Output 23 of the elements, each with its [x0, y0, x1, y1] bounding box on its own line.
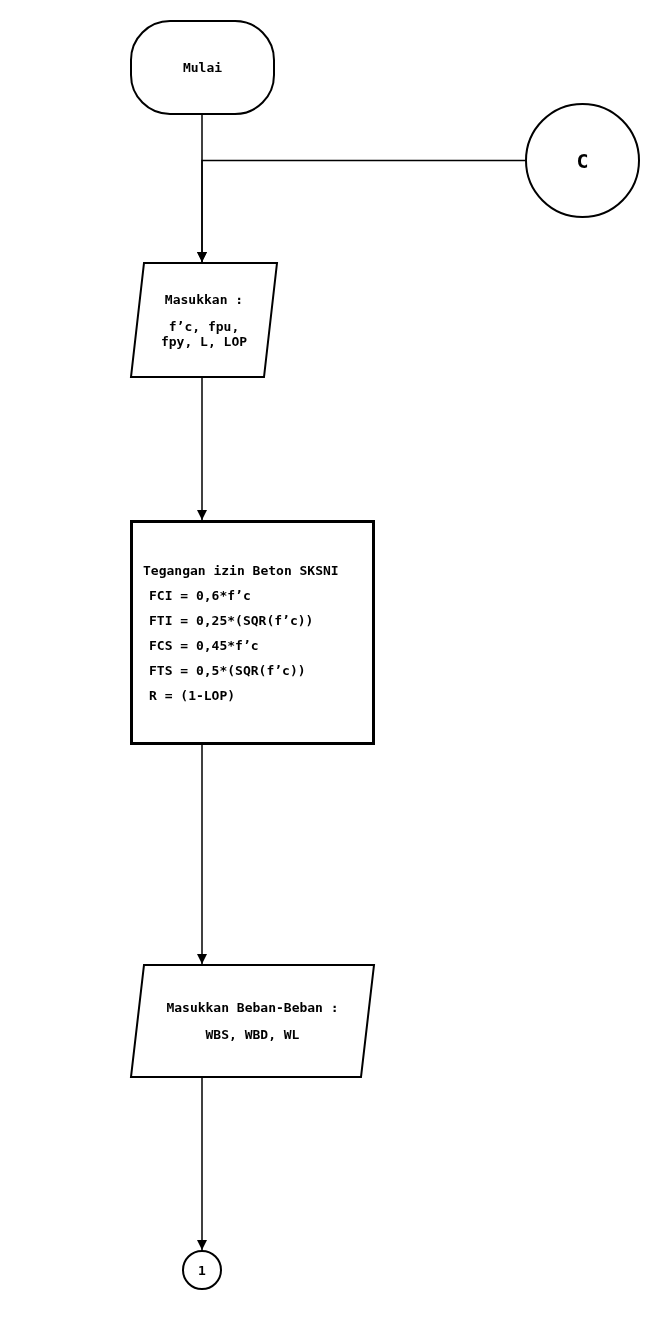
- arrow: [196, 1077, 208, 1251]
- node-text: R = (1-LOP): [148, 687, 236, 703]
- node-text: WBS, WBD, WL: [205, 1027, 300, 1042]
- node-text: FCS = 0,45*f’c: [148, 637, 259, 653]
- start-terminal: [130, 20, 275, 115]
- node-text: FTI = 0,25*(SQR(f’c)): [148, 612, 314, 628]
- arrow: [196, 159, 526, 263]
- node-text: Masukkan :: [164, 291, 244, 307]
- node-text: Masukkan Beban-Beban :: [166, 1000, 339, 1015]
- process-box: [130, 520, 375, 745]
- node-text: f’c, fpu, fpy, L, LOP: [159, 318, 249, 349]
- connector-circle: [525, 103, 640, 218]
- node-text: Mulai: [182, 60, 223, 75]
- input-parallelogram: [130, 964, 375, 1078]
- node-text: 1: [198, 1262, 206, 1278]
- connector-circle: [182, 1250, 222, 1290]
- arrow: [196, 377, 208, 521]
- input-parallelogram: [130, 262, 278, 378]
- node-text: Tegangan izin Beton SKSNI: [143, 562, 339, 578]
- node-text: C: [576, 148, 589, 173]
- node-text: FTS = 0,5*(SQR(f’c)): [148, 662, 306, 678]
- node-text: FCI = 0,6*f’c: [148, 587, 251, 603]
- arrow: [196, 744, 208, 965]
